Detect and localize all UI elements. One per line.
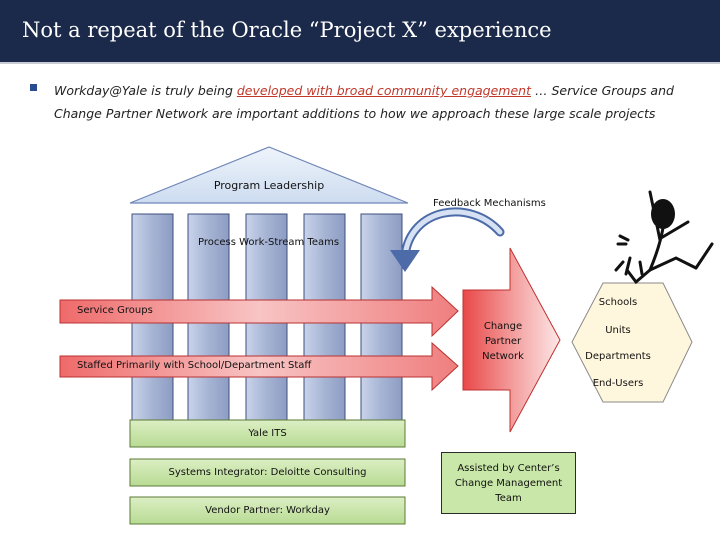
program-leadership-label: Program Leadership: [213, 179, 325, 192]
process-work-stream-teams-label: Process Work-Stream Teams: [198, 237, 340, 248]
feedback-arrowhead: [390, 250, 420, 272]
bullet-text-part2: … Service Groups and Change Partner Netw…: [54, 83, 674, 121]
jumping-person-icon: [614, 190, 714, 285]
hexagon-label-end-users: End-Users: [592, 378, 644, 389]
staffed-primarily-arrow: [59, 341, 459, 392]
title-bar: Not a repeat of the Oracle “Project X” e…: [0, 0, 720, 64]
systems-integrator-box: [129, 458, 406, 487]
systems-integrator-label: Systems Integrator: Deloitte Consulting: [168, 467, 367, 478]
bullet-marker: [30, 84, 37, 91]
yale-its-box: [129, 419, 406, 448]
service-groups-label: Service Groups: [77, 305, 153, 316]
vendor-partner-box: [129, 496, 406, 525]
hexagon-label-departments: Departments: [585, 351, 651, 362]
bullet-text-part1: Workday@Yale is truly being: [54, 83, 237, 98]
service-groups-arrow: [59, 285, 459, 338]
feedback-mechanisms-label: Feedback Mechanisms: [433, 198, 546, 209]
change-partner-network-label-2: Partner: [484, 336, 522, 347]
assisted-by-box: Assisted by Center’s Change Management T…: [441, 452, 576, 514]
bullet-highlight: developed with broad community engagemen…: [236, 83, 531, 98]
staffed-primarily-label: Staffed Primarily with School/Department…: [77, 360, 312, 371]
slide-title: Not a repeat of the Oracle “Project X” e…: [22, 18, 552, 42]
stakeholders-hexagon: [571, 282, 693, 403]
hexagon-label-schools: Schools: [598, 297, 638, 308]
program-leadership-roof: [129, 146, 409, 204]
hexagon-label-units: Units: [605, 325, 631, 336]
change-partner-network-label-3: Network: [482, 351, 524, 362]
change-partner-network-label-1: Change: [483, 321, 523, 332]
vendor-partner-label: Vendor Partner: Workday: [205, 505, 330, 516]
yale-its-label: Yale ITS: [248, 428, 287, 439]
bullet-text: Workday@Yale is truly being developed wi…: [54, 79, 704, 125]
assisted-by-label: Assisted by Center’s Change Management T…: [454, 462, 563, 504]
change-partner-network-arrow: [462, 247, 561, 433]
